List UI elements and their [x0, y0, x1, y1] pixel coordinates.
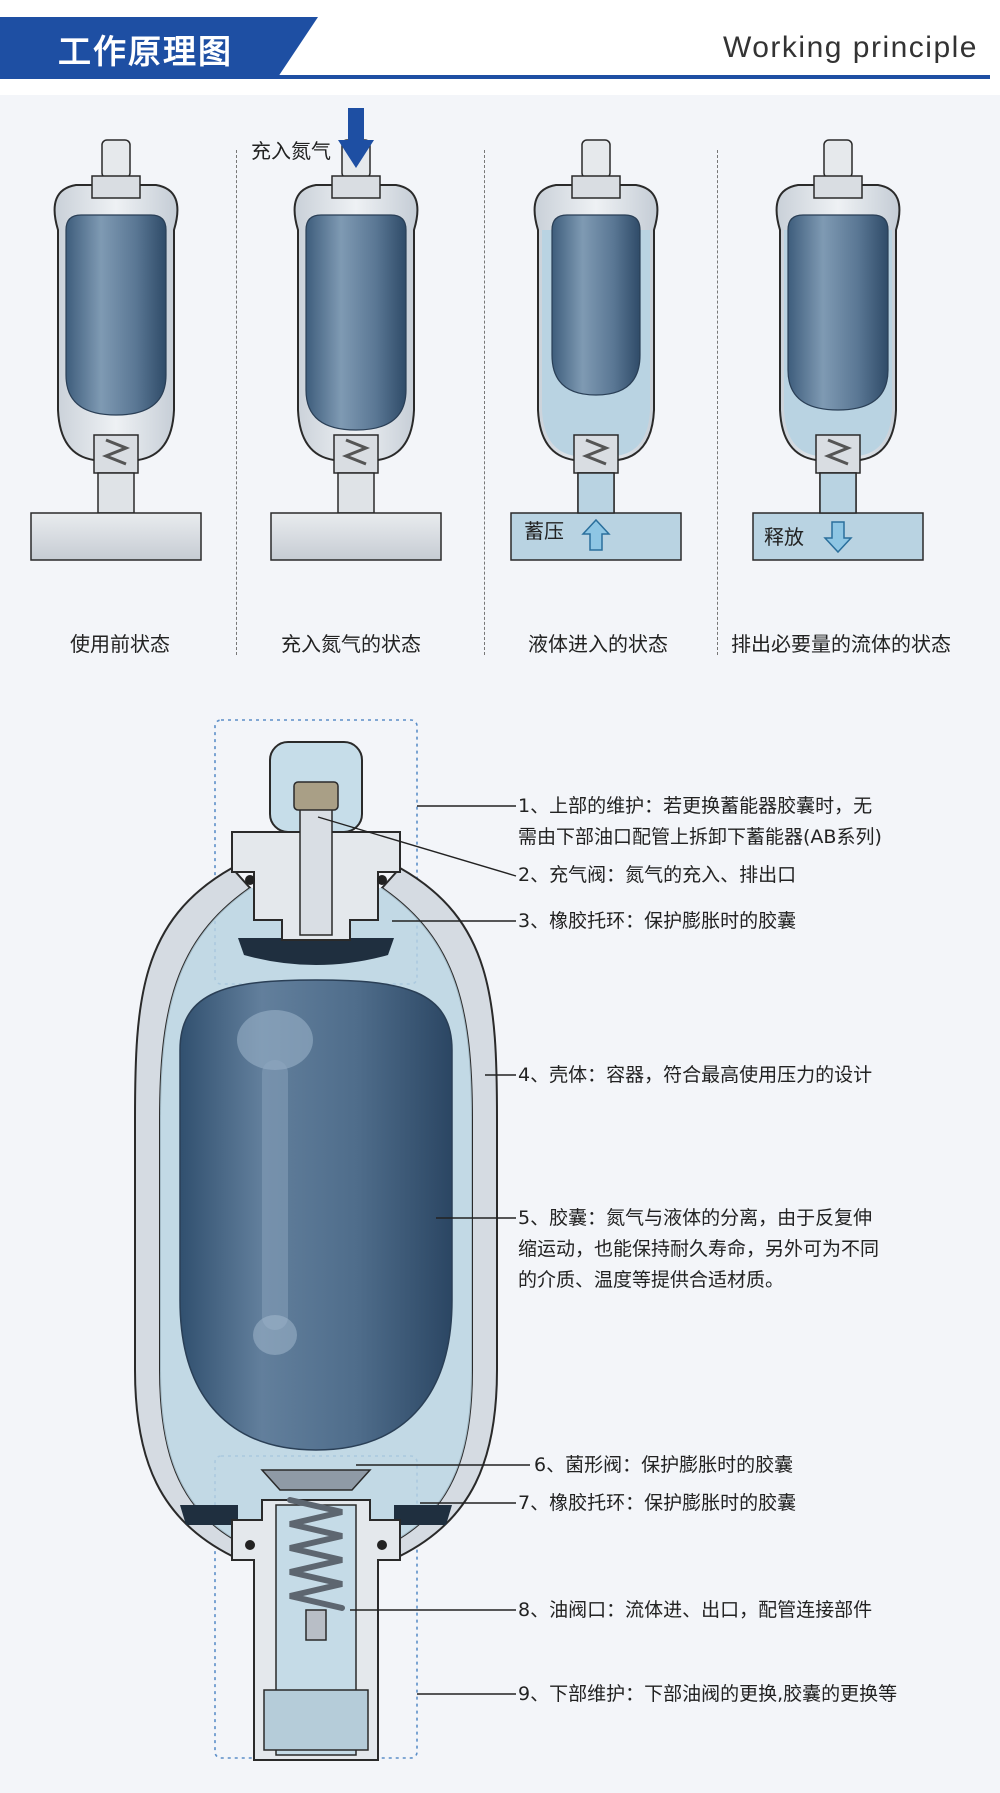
accumulator-bottom-port	[93, 434, 139, 474]
stage-accumulator-nitrogen-charged	[270, 108, 442, 561]
accumulator-stem-fluid	[577, 472, 615, 514]
upper-rubber-ring	[238, 938, 394, 965]
stage-divider-2	[484, 150, 485, 655]
callout-6-line-1: 6、菌形阀：保护膨胀时的胶囊	[534, 1454, 794, 1476]
leader-lines	[317, 805, 530, 1695]
callout-2-line-1: 2、充气阀：氮气的充入、排出口	[518, 864, 797, 886]
callout-1-line-1: 1、上部的维护：若更换蓄能器胶囊时，无	[518, 795, 873, 817]
stage-caption-fluid-in: 液体进入的状态	[528, 632, 668, 656]
callout-lower-rubber-ring: 7、橡胶托环：保护膨胀时的胶囊	[518, 1488, 796, 1519]
bladder-highlight-bottom	[253, 1315, 297, 1355]
callout-upper-rubber-ring: 3、橡胶托环：保护膨胀时的胶囊	[518, 906, 796, 937]
stage-divider-1	[236, 150, 237, 655]
header-band	[0, 17, 318, 79]
accumulator-spring	[581, 438, 611, 466]
poppet-stem	[305, 1609, 327, 1641]
accumulator-stem	[97, 472, 135, 514]
big-bladder	[179, 979, 453, 1451]
callout-7-line-1: 7、橡胶托环：保护膨胀时的胶囊	[518, 1492, 797, 1514]
nitrogen-charge-arrow-icon	[338, 108, 374, 168]
callout-lower-maintenance: 9、下部维护：下部油阀的更换,胶囊的更换等	[518, 1679, 897, 1710]
poppet-spring	[287, 1497, 345, 1611]
label-release: 释放	[764, 525, 804, 549]
accumulator-bladder	[551, 214, 641, 396]
accumulator-stem-fluid	[819, 472, 857, 514]
callout-bladder: 5、胶囊：氮气与液体的分离，由于反复伸 缩运动，也能保持耐久寿命，另外可为不同 …	[518, 1203, 879, 1296]
callout-oil-port: 8、油阀口：流体进、出口，配管连接部件	[518, 1595, 872, 1626]
accumulator-spring	[341, 438, 371, 466]
stages-layer	[30, 108, 924, 561]
callout-5-line-2: 缩运动，也能保持耐久寿命，另外可为不同	[518, 1238, 880, 1260]
accumulator-bottom-port	[815, 434, 861, 474]
callout-5-line-3: 的介质、温度等提供合适材质。	[518, 1269, 785, 1291]
callout-4-line-1: 4、壳体：容器，符合最高使用压力的设计	[518, 1064, 873, 1086]
header: 工作原理图 Working principle	[0, 0, 1000, 95]
stage-accumulator-fluid-in	[510, 139, 682, 561]
accumulator-gas-valve	[823, 139, 853, 179]
o-ring-lower-left	[245, 1540, 255, 1550]
accumulator-bottom-port	[573, 434, 619, 474]
lower-rubber-ring-right	[394, 1505, 452, 1525]
bladder-highlight-top	[237, 1010, 313, 1070]
stage-divider-3	[717, 150, 718, 655]
oil-port-thread	[263, 1689, 369, 1751]
callout-poppet-valve: 6、菌形阀：保护膨胀时的胶囊	[534, 1450, 793, 1481]
charging-valve-nut	[293, 781, 339, 811]
stage-accumulator-fluid-out	[752, 139, 924, 561]
lower-maintenance-box	[214, 1455, 418, 1759]
callout-9-line-1: 9、下部维护：下部油阀的更换,胶囊的更换等	[518, 1683, 898, 1705]
header-title-cn: 工作原理图	[58, 32, 233, 71]
accumulator-top-port	[91, 175, 141, 199]
accumulator-spring	[101, 438, 131, 466]
big-accumulator	[134, 719, 530, 1761]
stage-accumulator-before-use	[30, 139, 202, 561]
header-title-en: Working principle	[722, 31, 978, 64]
fluid-out-arrow-icon	[823, 521, 853, 554]
stage-caption-fluid-out: 排出必要量的流体的状态	[731, 632, 951, 656]
accumulator-bladder	[787, 214, 889, 411]
callout-shell: 4、壳体：容器，符合最高使用压力的设计	[518, 1060, 872, 1091]
o-ring-left	[245, 875, 255, 885]
stage-caption-nitrogen-charged: 充入氮气的状态	[281, 632, 421, 656]
label-accumulate: 蓄压	[524, 519, 564, 543]
callout-8-line-1: 8、油阀口：流体进、出口，配管连接部件	[518, 1599, 873, 1621]
callout-upper-maintenance: 1、上部的维护：若更换蓄能器胶囊时，无 需由下部油口配管上拆卸下蓄能器(AB系列…	[518, 791, 882, 853]
accumulator-bladder	[65, 214, 167, 416]
poppet-valve-head	[260, 1469, 372, 1491]
accumulator-pipe	[30, 512, 202, 561]
accumulator-gas-valve	[581, 139, 611, 179]
bladder-highlight-stem	[262, 1060, 288, 1330]
leader-2	[317, 816, 517, 877]
callout-3-line-1: 3、橡胶托环：保护膨胀时的胶囊	[518, 910, 797, 932]
callout-1-line-2: 需由下部油口配管上拆卸下蓄能器(AB系列)	[518, 826, 882, 848]
accumulator-spring	[823, 438, 853, 466]
o-ring-lower-right	[377, 1540, 387, 1550]
accumulator-bottom-port	[333, 434, 379, 474]
accumulator-gas-valve	[101, 139, 131, 179]
o-ring-right	[377, 875, 387, 885]
accumulator-top-port	[571, 175, 621, 199]
header-rule	[0, 75, 990, 79]
accumulator-stem	[337, 472, 375, 514]
fluid-in-arrow-icon	[581, 518, 611, 551]
stage-caption-before-use: 使用前状态	[70, 632, 170, 656]
label-charge-nitrogen: 充入氮气	[251, 139, 331, 163]
accumulator-top-port	[813, 175, 863, 199]
lower-rubber-ring-left	[180, 1505, 238, 1525]
callout-charging-valve: 2、充气阀：氮气的充入、排出口	[518, 860, 796, 891]
accumulator-pipe	[270, 512, 442, 561]
callout-5-line-1: 5、胶囊：氮气与液体的分离，由于反复伸	[518, 1207, 873, 1229]
accumulator-bladder	[305, 214, 407, 431]
accumulator-top-port	[331, 175, 381, 199]
